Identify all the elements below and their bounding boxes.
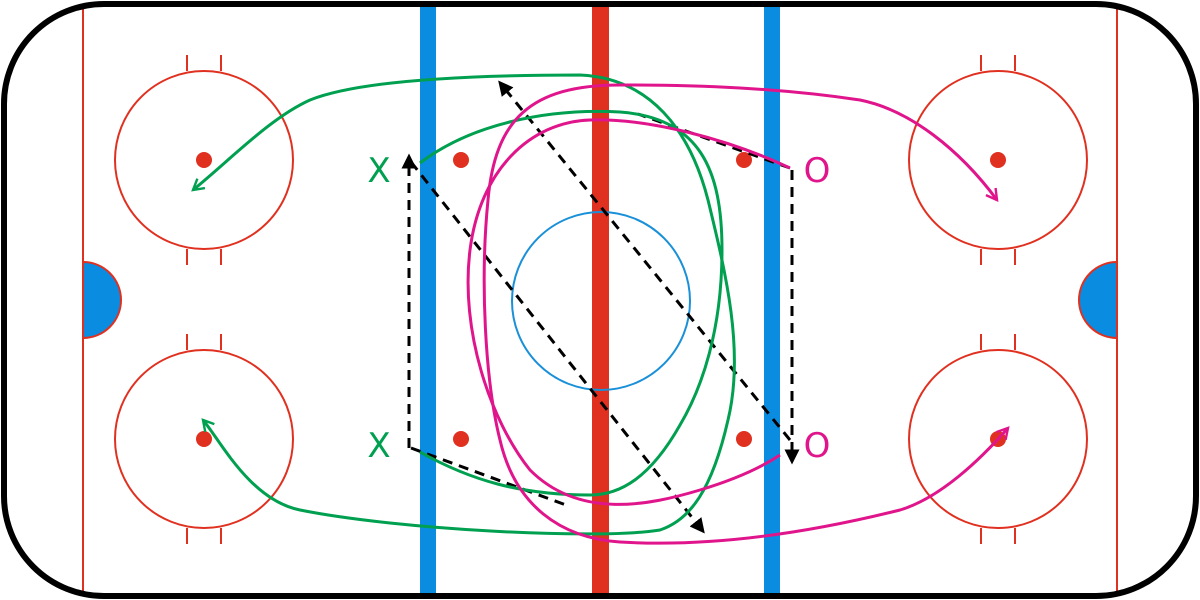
pass-lines xyxy=(401,80,800,534)
faceoff-dot xyxy=(196,152,212,168)
pass-x-bottom xyxy=(410,446,567,507)
player-x-top: X xyxy=(367,151,390,191)
player-x-bottom: X xyxy=(367,426,390,466)
faceoff-dot xyxy=(990,152,1006,168)
goal-crease-right xyxy=(1078,260,1118,340)
neutral-dot-top-left xyxy=(453,152,469,168)
skate-route-o-top xyxy=(466,118,791,506)
player-o-top: O xyxy=(804,151,831,191)
skate-route-o-long xyxy=(482,83,1010,545)
center-circle xyxy=(511,211,691,391)
blue-line-left xyxy=(420,4,436,596)
pass-o-top xyxy=(637,112,791,170)
pass-o-diagonal xyxy=(498,80,792,441)
blue-line-right xyxy=(764,4,780,596)
faceoff-dot xyxy=(196,431,212,447)
neutral-dot-bottom-right xyxy=(736,431,752,447)
neutral-dot-bottom-left xyxy=(453,431,469,447)
goal-crease-left xyxy=(82,260,122,340)
player-o-bottom: O xyxy=(804,426,831,466)
neutral-dot-top-right xyxy=(736,152,752,168)
skate-route-x-long-top xyxy=(191,73,736,536)
center-red-line xyxy=(592,4,609,596)
team-o-skate-routes xyxy=(466,83,1010,545)
